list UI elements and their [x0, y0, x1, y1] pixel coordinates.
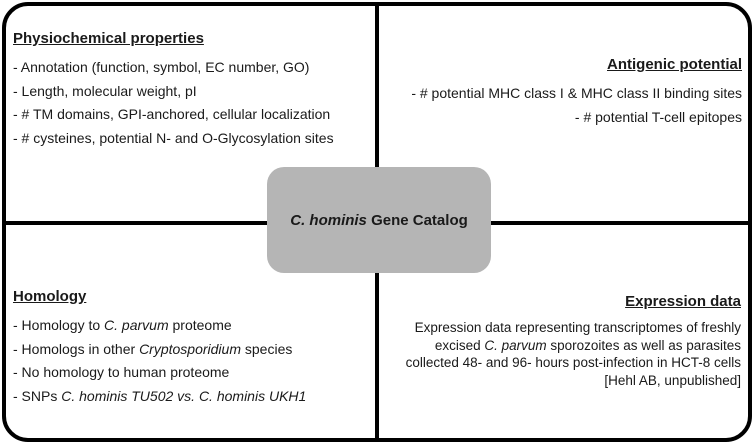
quadrant-title: Physiochemical properties: [13, 30, 204, 47]
list-item: - Annotation (function, symbol, EC numbe…: [13, 59, 310, 75]
quadrant-expression-data: Expression data Expression data represen…: [383, 292, 741, 389]
list-item: - # cysteines, potential N- and O-Glycos…: [13, 129, 334, 146]
expression-data-paragraph: Expression data representing transcripto…: [405, 320, 741, 388]
quadrant-title: Antigenic potential: [607, 56, 742, 73]
list-item: - No homology to human proteome: [13, 364, 230, 380]
quadrant-homology: Homology - Homology to C. parvum proteom…: [13, 287, 306, 408]
list-item: - Homology to C. parvum proteome: [13, 317, 232, 333]
list-item: - # TM domains, GPI-anchored, cellular l…: [13, 106, 331, 122]
quadrant-antigenic-potential: Antigenic potential - # potential MHC cl…: [411, 55, 742, 129]
list-item: - SNPs C. hominis TU502 vs. C. hominis U…: [13, 387, 307, 404]
list-item: - Length, molecular weight, pI: [13, 82, 197, 99]
list-item: - # potential MHC class I & MHC class II…: [411, 85, 742, 101]
quadrant-title: Homology: [13, 288, 87, 305]
list-item: - Homologs in other Cryptosporidium spec…: [13, 340, 293, 357]
center-box-label: C. hominis Gene Catalog: [290, 211, 468, 229]
quadrant-title: Expression data: [625, 293, 741, 310]
quadrant-physiochemical-properties: Physiochemical properties - Annotation (…: [13, 29, 334, 150]
center-box: C. hominis Gene Catalog: [267, 167, 491, 273]
list-item: - # potential T-cell epitopes: [574, 108, 742, 125]
